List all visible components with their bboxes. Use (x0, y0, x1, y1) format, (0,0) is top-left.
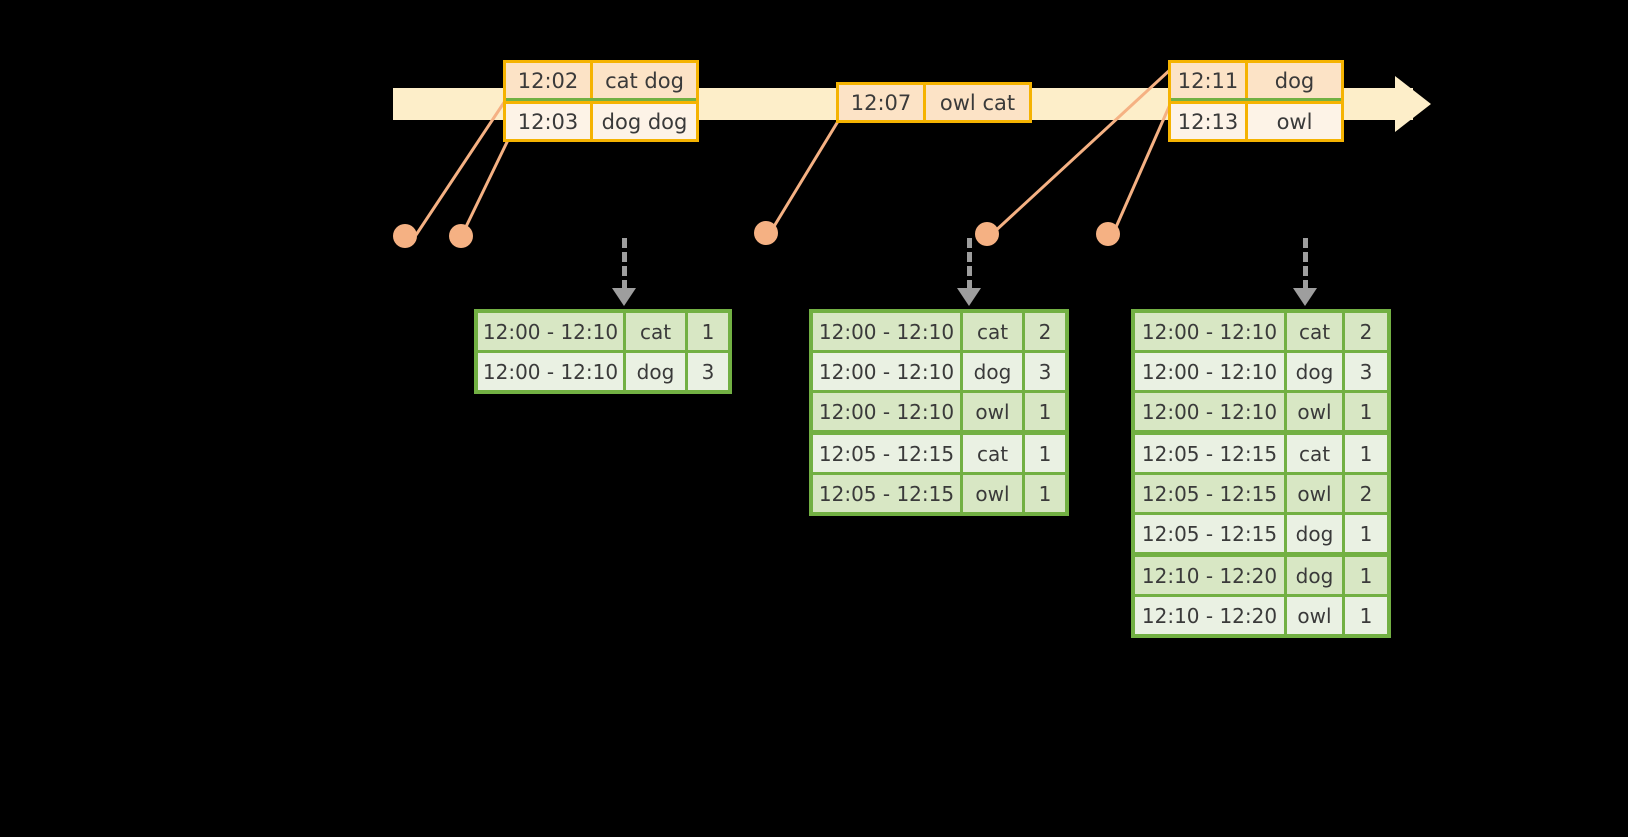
window-cell: 12:05 - 12:15 (1135, 515, 1287, 552)
count-cell: 1 (1345, 597, 1387, 634)
event-value: dog (1248, 63, 1341, 98)
count-cell: 1 (688, 313, 728, 350)
count-cell: 2 (1345, 475, 1387, 512)
count-cell: 1 (1025, 393, 1065, 430)
key-cell: dog (1287, 557, 1345, 594)
table-row: 12:05 - 12:15 owl 1 (813, 475, 1065, 512)
table-row: 12:00 - 12:10 cat 1 (478, 313, 728, 353)
event-row: 12:03 dog dog (506, 101, 696, 139)
connector-dot-1 (393, 224, 417, 248)
table-row: 12:05 - 12:15 dog 1 (1135, 515, 1387, 557)
window-cell: 12:05 - 12:15 (1135, 475, 1287, 512)
key-cell: cat (1287, 435, 1345, 472)
table-row: 12:00 - 12:10 dog 3 (813, 353, 1065, 393)
count-cell: 3 (1345, 353, 1387, 390)
count-cell: 1 (1025, 435, 1065, 472)
key-cell: dog (963, 353, 1025, 390)
key-cell: dog (1287, 515, 1345, 552)
table-row: 12:00 - 12:10 dog 3 (1135, 353, 1387, 393)
window-cell: 12:05 - 12:15 (813, 435, 963, 472)
key-cell: cat (963, 313, 1025, 350)
window-cell: 12:10 - 12:20 (1135, 597, 1287, 634)
event-time: 12:13 (1171, 104, 1248, 139)
result-table-2: 12:00 - 12:10 cat 2 12:00 - 12:10 dog 3 … (809, 309, 1069, 516)
event-row: 12:02 cat dog (506, 63, 696, 101)
event-group-2: 12:07 owl cat (836, 82, 1032, 123)
table-row: 12:00 - 12:10 owl 1 (1135, 393, 1387, 435)
window-cell: 12:05 - 12:15 (1135, 435, 1287, 472)
window-cell: 12:10 - 12:20 (1135, 557, 1287, 594)
event-group-3: 12:11 dog 12:13 owl (1168, 60, 1344, 142)
count-cell: 1 (1345, 393, 1387, 430)
key-cell: cat (626, 313, 688, 350)
result-table-1: 12:00 - 12:10 cat 1 12:00 - 12:10 dog 3 (474, 309, 732, 394)
result-table-3: 12:00 - 12:10 cat 2 12:00 - 12:10 dog 3 … (1131, 309, 1391, 638)
key-cell: owl (1287, 597, 1345, 634)
event-value: owl cat (926, 85, 1029, 120)
table-row: 12:05 - 12:15 cat 1 (813, 435, 1065, 475)
connector-dot-3 (754, 221, 778, 245)
table-row: 12:00 - 12:10 dog 3 (478, 353, 728, 390)
key-cell: owl (963, 393, 1025, 430)
event-value: cat dog (593, 63, 696, 98)
count-cell: 2 (1345, 313, 1387, 350)
event-group-1: 12:02 cat dog 12:03 dog dog (503, 60, 699, 142)
table-row: 12:05 - 12:15 owl 2 (1135, 475, 1387, 515)
count-cell: 3 (688, 353, 728, 390)
key-cell: owl (963, 475, 1025, 512)
window-cell: 12:00 - 12:10 (478, 313, 626, 350)
event-time: 12:07 (839, 85, 926, 120)
window-cell: 12:00 - 12:10 (813, 353, 963, 390)
table-row: 12:10 - 12:20 owl 1 (1135, 597, 1387, 634)
event-value: owl (1248, 104, 1341, 139)
count-cell: 2 (1025, 313, 1065, 350)
key-cell: dog (1287, 353, 1345, 390)
table-row: 12:10 - 12:20 dog 1 (1135, 557, 1387, 597)
event-time: 12:11 (1171, 63, 1248, 98)
window-cell: 12:00 - 12:10 (1135, 393, 1287, 430)
table-row: 12:00 - 12:10 cat 2 (1135, 313, 1387, 353)
table-row: 12:00 - 12:10 owl 1 (813, 393, 1065, 435)
count-cell: 1 (1345, 515, 1387, 552)
key-cell: cat (1287, 313, 1345, 350)
window-cell: 12:00 - 12:10 (813, 313, 963, 350)
event-time: 12:03 (506, 104, 593, 139)
connector-dot-2 (449, 224, 473, 248)
connector-dot-4 (975, 222, 999, 246)
event-time: 12:02 (506, 63, 593, 98)
window-cell: 12:00 - 12:10 (813, 393, 963, 430)
count-cell: 1 (1025, 475, 1065, 512)
key-cell: owl (1287, 393, 1345, 430)
count-cell: 3 (1025, 353, 1065, 390)
connector-dot-5 (1096, 222, 1120, 246)
event-row: 12:07 owl cat (839, 85, 1029, 120)
window-cell: 12:05 - 12:15 (813, 475, 963, 512)
key-cell: dog (626, 353, 688, 390)
timeline-arrow-head-icon (1395, 76, 1431, 132)
table-row: 12:05 - 12:15 cat 1 (1135, 435, 1387, 475)
event-row: 12:13 owl (1171, 101, 1341, 139)
table-row: 12:00 - 12:10 cat 2 (813, 313, 1065, 353)
key-cell: cat (963, 435, 1025, 472)
window-cell: 12:00 - 12:10 (478, 353, 626, 390)
count-cell: 1 (1345, 435, 1387, 472)
window-cell: 12:00 - 12:10 (1135, 353, 1287, 390)
event-row: 12:11 dog (1171, 63, 1341, 101)
count-cell: 1 (1345, 557, 1387, 594)
window-cell: 12:00 - 12:10 (1135, 313, 1287, 350)
event-value: dog dog (593, 104, 696, 139)
key-cell: owl (1287, 475, 1345, 512)
